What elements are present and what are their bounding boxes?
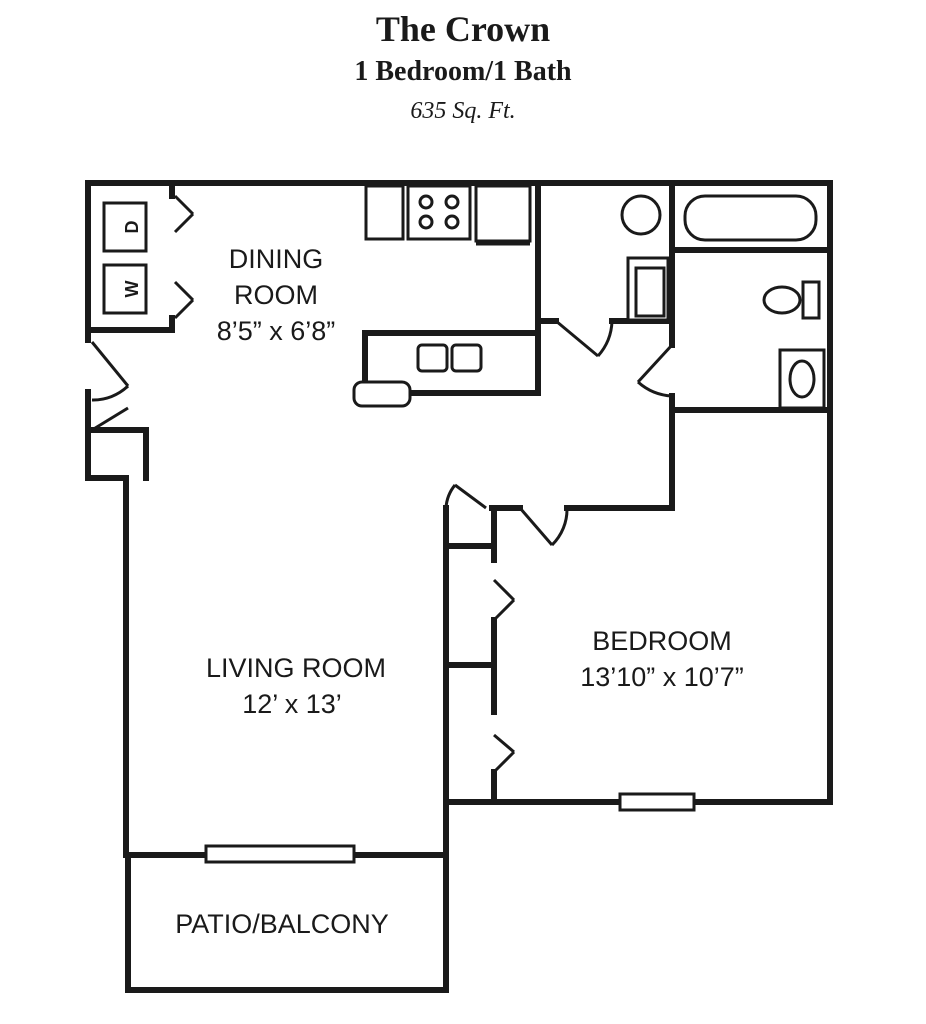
dining-room-name-line1: DINING [229,244,324,274]
dryer-icon [102,201,148,253]
plan-title: The Crown [375,9,551,49]
dryer-label: D [122,221,142,234]
doors [90,194,674,774]
washer-label: W [122,281,142,298]
windows [204,792,696,864]
washer-icon [102,263,148,315]
bathroom-fixtures [620,194,826,410]
bedroom-name: BEDROOM [592,626,732,656]
sink-icon [416,343,483,373]
living-room-dimensions: 12’ x 13’ [242,689,342,719]
water-heater-icon [620,194,662,236]
plan-subtitle: 1 Bedroom/1 Bath [354,56,572,87]
linen-cabinet-icon [626,256,670,322]
room-labels: DINING ROOM 8’5” x 6’8” LIVING ROOM 12’ … [175,244,744,939]
bar-counter [352,380,412,408]
dishwasher-icon [474,184,532,243]
fridge-icon [364,184,405,241]
kitchen-fixtures [352,184,532,408]
bedroom-dimensions: 13’10” x 10’7” [580,662,744,692]
toilet-icon [762,280,821,320]
dining-room-dimensions: 8’5” x 6’8” [217,316,336,346]
bathroom-sink-icon [778,348,826,410]
exterior-walls [85,180,833,858]
living-room-name: LIVING ROOM [206,653,386,683]
bathtub-icon [683,194,818,242]
stove-icon [406,184,472,241]
dining-room-name-line2: ROOM [234,280,318,310]
patio-name: PATIO/BALCONY [175,909,389,939]
plan-square-footage: 635 Sq. Ft. [410,98,516,124]
interior-walls [87,183,831,993]
laundry: D W [102,201,148,315]
